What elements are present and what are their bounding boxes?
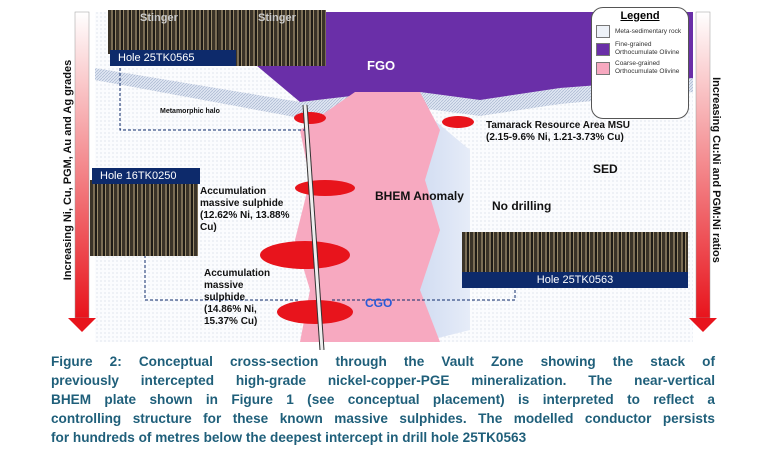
core-photo-25tk0565: Stinger: [108, 10, 218, 54]
core-photo-25tk0565-b: Stinger: [218, 10, 326, 66]
caption-line: BHEM plate shown in Figure 1 (see concep…: [51, 392, 715, 407]
hole-label-16tk0250: Hole 16TK0250: [92, 168, 200, 184]
right-axis-label: Increasing Cu:Ni and PGM:Ni ratios: [710, 77, 722, 263]
left-axis-label: Increasing Ni, Cu, PGM, Au and Ag grades: [62, 59, 74, 281]
fgo-label: FGO: [367, 58, 396, 73]
legend: Legend Meta-sedimentary rock Fine-graine…: [591, 7, 689, 119]
metamorphic-halo-label: Metamorphic halo: [160, 108, 220, 115]
legend-item-meta-sedimentary: Meta-sedimentary rock: [596, 25, 684, 38]
no-drilling-label: No drilling: [492, 199, 552, 213]
sed-label: SED: [593, 162, 618, 176]
tamarack-annotation: Tamarack Resource Area MSU (2.15-9.6% Ni…: [486, 120, 630, 143]
legend-item-fine-grained: Fine-grained Orthocumulate Olivine: [596, 41, 684, 57]
caption-line: for hundreds of metres below the deepest…: [51, 430, 527, 445]
core-photo-16tk0250: [90, 180, 198, 256]
caption-line: controlling structure for these known ma…: [51, 411, 715, 426]
legend-title: Legend: [620, 10, 660, 22]
legend-item-coarse-grained: Coarse-grained Orthocumulate Olivine: [596, 60, 684, 76]
accumulation-annotation-1: Accumulation massive sulphide (12.62% Ni…: [200, 186, 290, 233]
hole-label-25tk0563: Hole 25TK0563: [462, 272, 688, 288]
accumulation-annotation-2: Accumulation massive sulphide (14.86% Ni…: [204, 268, 271, 327]
fgo-unit: [250, 12, 693, 102]
cross-section-figure: Increasing Ni, Cu, PGM, Au and Ag grades…: [62, 7, 722, 350]
hole-label-25tk0565: Hole 25TK0565: [110, 50, 236, 66]
left-gradient-arrow: [74, 11, 90, 319]
bhem-anomaly-label: BHEM Anomaly: [375, 189, 464, 203]
metamorphic-halo: [95, 68, 693, 118]
cgo-label: CGO: [365, 296, 393, 310]
caption-line: Figure 2: Conceptual cross-section throu…: [51, 354, 715, 369]
coarse-olivine-unit: [295, 92, 440, 342]
figure-caption: Figure 2: Conceptual cross-section throu…: [51, 352, 715, 447]
right-gradient-arrow: [695, 11, 711, 319]
caption-line: previously intercepted high-grade nickel…: [51, 373, 715, 388]
